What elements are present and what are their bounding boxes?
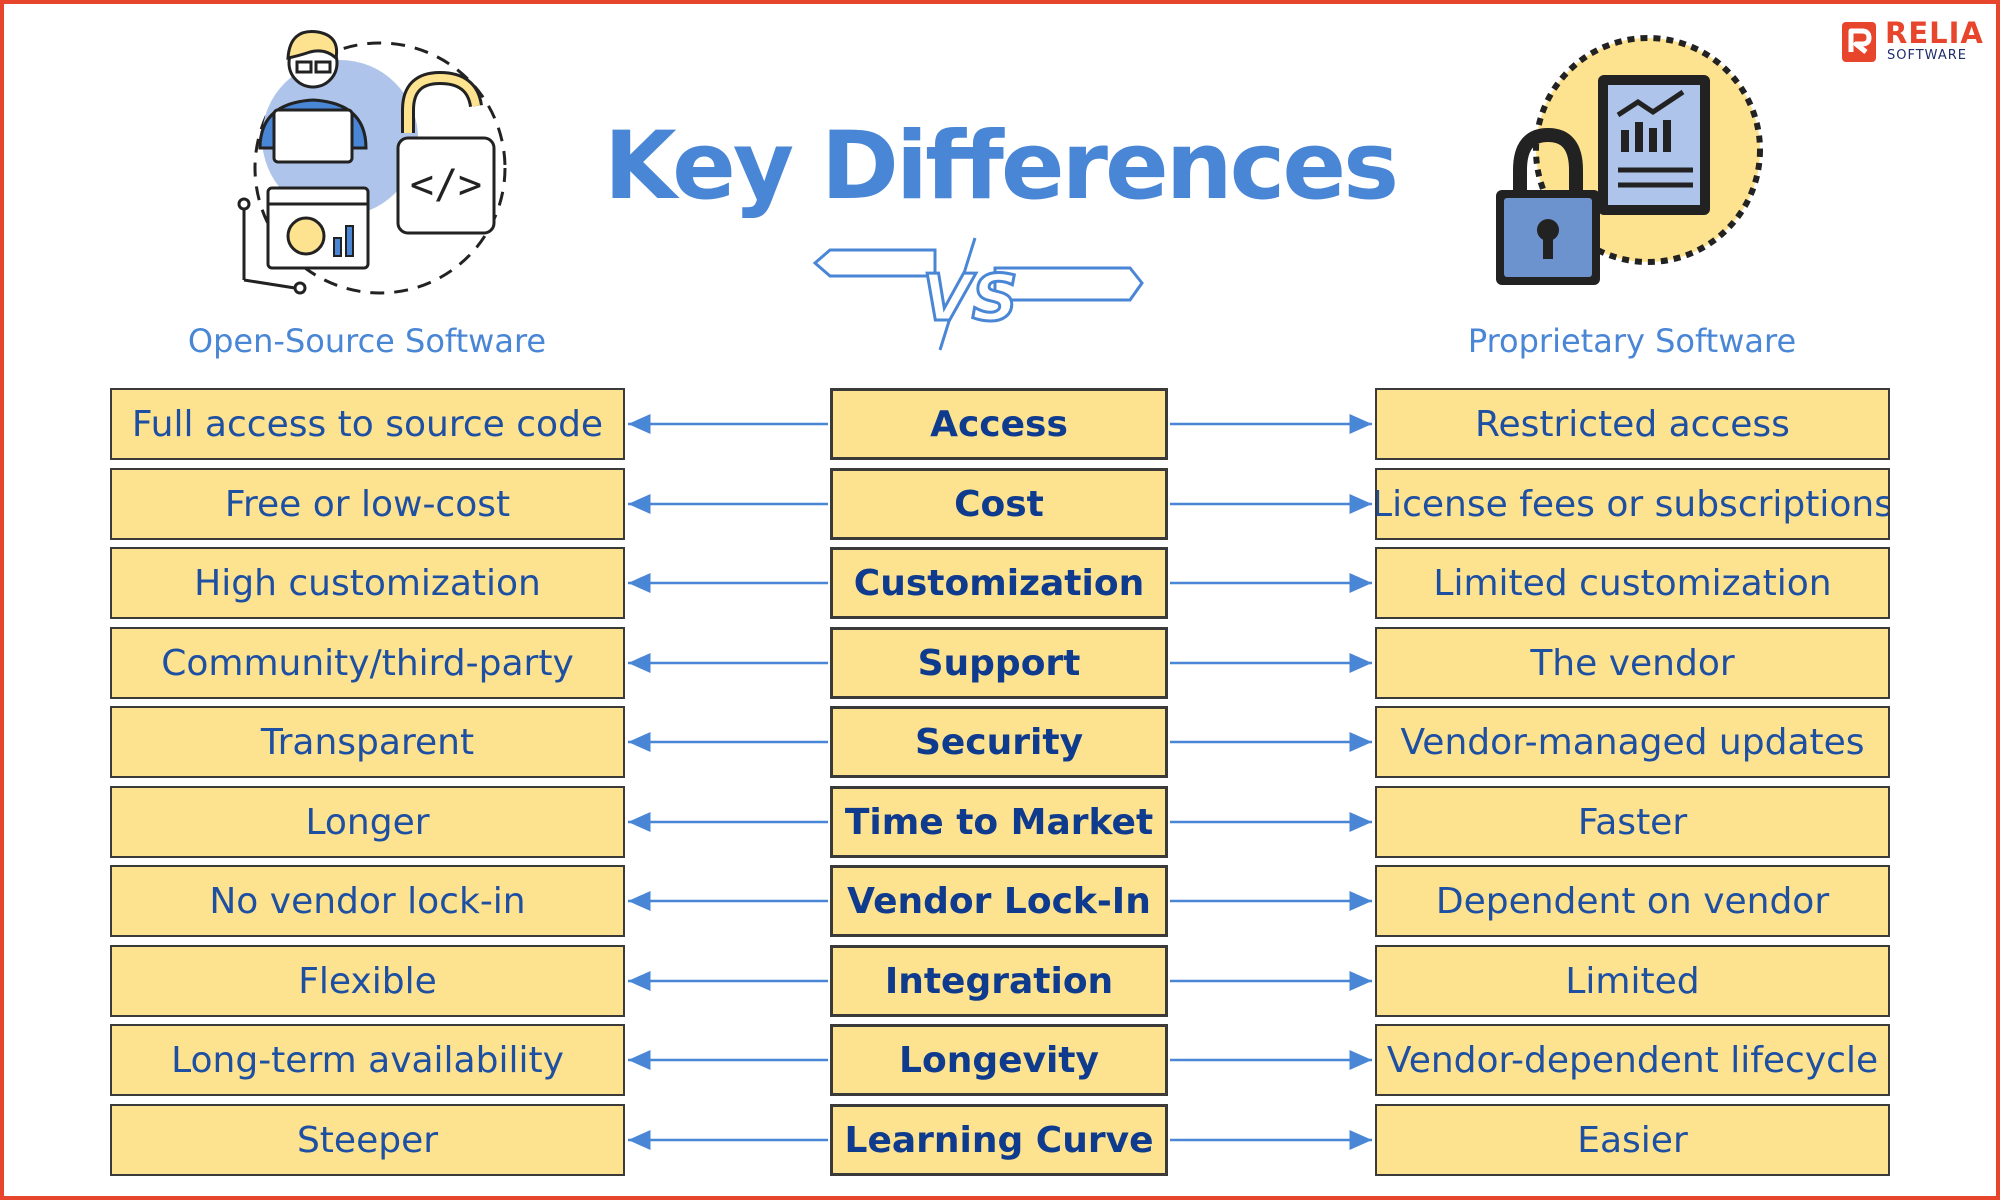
criterion-cell: Customization <box>830 547 1168 619</box>
criterion-cell: Support <box>830 627 1168 699</box>
proprietary-cell: The vendor <box>1375 627 1890 699</box>
criterion-cell: Integration <box>830 945 1168 1017</box>
proprietary-cell: Faster <box>1375 786 1890 858</box>
proprietary-cell: Limited <box>1375 945 1890 1017</box>
proprietary-cell: Easier <box>1375 1104 1890 1176</box>
open-source-cell: Community/third-party <box>110 627 625 699</box>
developer-laptop-unlocked-code-icon: </> <box>237 30 507 295</box>
open-source-cell: Longer <box>110 786 625 858</box>
locked-report-document-icon <box>1496 35 1763 285</box>
versus-graphic: VS <box>812 237 1144 351</box>
open-source-cell: No vendor lock-in <box>110 865 625 937</box>
logo-brand-text: RELIA <box>1885 16 1984 50</box>
vs-text: VS <box>922 262 1018 336</box>
proprietary-cell: Vendor-dependent lifecycle <box>1375 1024 1890 1096</box>
open-source-cell: Steeper <box>110 1104 625 1176</box>
open-source-cell: High customization <box>110 547 625 619</box>
open-source-heading: Open-Source Software <box>187 322 547 360</box>
criterion-cell: Cost <box>830 468 1168 540</box>
criterion-cell: Longevity <box>830 1024 1168 1096</box>
proprietary-cell: Vendor-managed updates <box>1375 706 1890 778</box>
open-source-cell: Free or low-cost <box>110 468 625 540</box>
proprietary-cell: Limited customization <box>1375 547 1890 619</box>
proprietary-heading: Proprietary Software <box>1467 322 1797 360</box>
open-source-cell: Transparent <box>110 706 625 778</box>
criterion-cell: Access <box>830 388 1168 460</box>
proprietary-cell: Restricted access <box>1375 388 1890 460</box>
open-source-cell: Full access to source code <box>110 388 625 460</box>
proprietary-cell: Dependent on vendor <box>1375 865 1890 937</box>
open-source-cell: Long-term availability <box>110 1024 625 1096</box>
page-title: Key Differences <box>603 112 1399 221</box>
relia-logo-icon <box>1842 22 1876 62</box>
logo-sub-text: SOFTWARE <box>1887 48 1967 63</box>
criterion-cell: Security <box>830 706 1168 778</box>
svg-text:</>: </> <box>410 162 482 208</box>
criterion-cell: Learning Curve <box>830 1104 1168 1176</box>
criterion-cell: Vendor Lock-In <box>830 865 1168 937</box>
proprietary-cell: License fees or subscriptions <box>1375 468 1890 540</box>
criterion-cell: Time to Market <box>830 786 1168 858</box>
open-source-cell: Flexible <box>110 945 625 1017</box>
